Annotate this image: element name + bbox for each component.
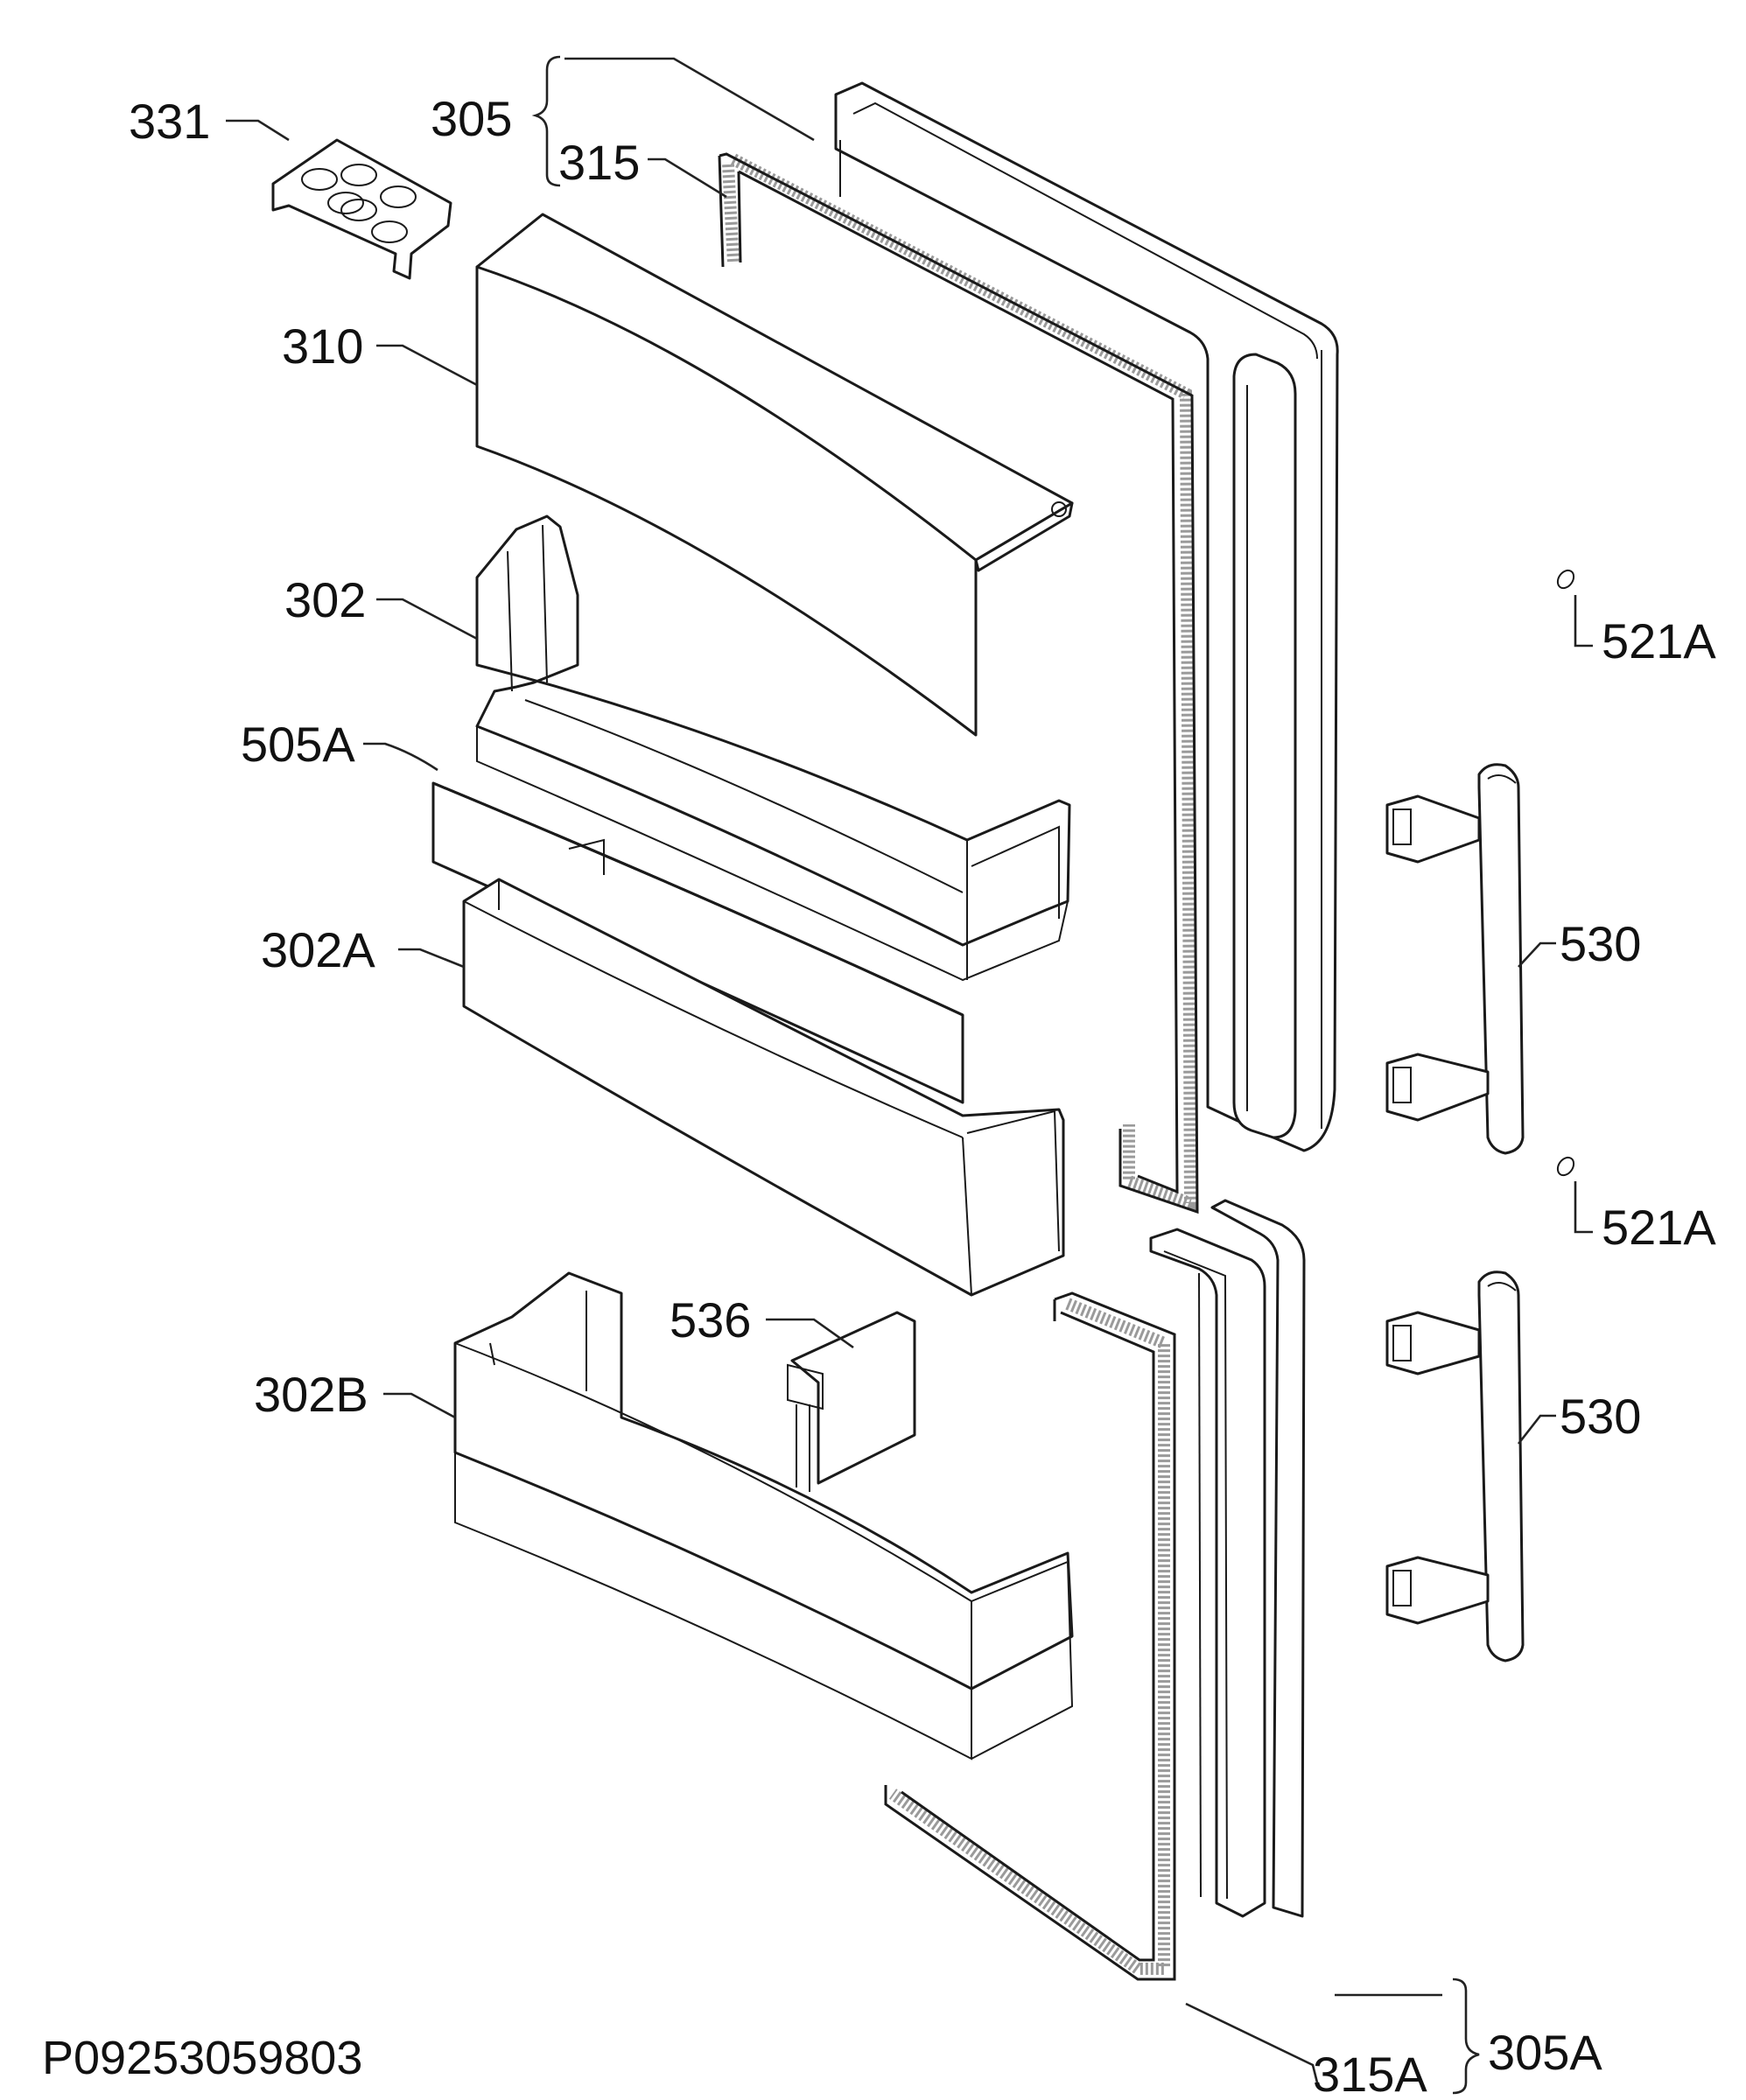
label-505A: 505A xyxy=(241,717,355,772)
lower-door-gasket xyxy=(884,1292,1176,1981)
leader-lines xyxy=(226,55,1593,2095)
label-530-bottom: 530 xyxy=(1560,1389,1641,1444)
door-shelf-upper xyxy=(475,514,1071,982)
screw-bottom xyxy=(1556,1156,1575,1177)
lower-door-panel xyxy=(1149,1199,1306,1918)
bottle-stop xyxy=(787,1311,916,1492)
screw-top xyxy=(1556,569,1575,590)
callout-labels: 331 305 315 310 302 505A 302A 536 302B 5… xyxy=(42,91,1716,2100)
label-521A-bottom: 521A xyxy=(1602,1200,1716,1255)
door-shelf-lower xyxy=(453,1271,1074,1760)
label-521A-top: 521A xyxy=(1602,613,1716,668)
label-315A: 315A xyxy=(1313,2047,1427,2100)
handle-top xyxy=(1385,763,1525,1155)
label-530-top: 530 xyxy=(1560,916,1641,971)
egg-tray xyxy=(271,138,452,280)
label-305: 305 xyxy=(431,91,512,146)
upper-door-gasket xyxy=(718,152,1199,1214)
label-305A: 305A xyxy=(1488,2025,1602,2080)
label-536: 536 xyxy=(670,1292,751,1348)
label-331: 331 xyxy=(129,94,210,149)
upper-door-panel xyxy=(834,81,1339,1152)
handle-bottom xyxy=(1385,1270,1525,1662)
label-315: 315 xyxy=(558,135,640,190)
label-302B: 302B xyxy=(254,1367,368,1422)
label-310: 310 xyxy=(282,318,363,374)
dairy-flap xyxy=(475,213,1074,737)
door-shelf-middle xyxy=(462,838,1065,1297)
label-302A: 302A xyxy=(261,922,375,977)
part-code: P09253059803 xyxy=(42,2032,362,2084)
label-302: 302 xyxy=(284,572,366,627)
